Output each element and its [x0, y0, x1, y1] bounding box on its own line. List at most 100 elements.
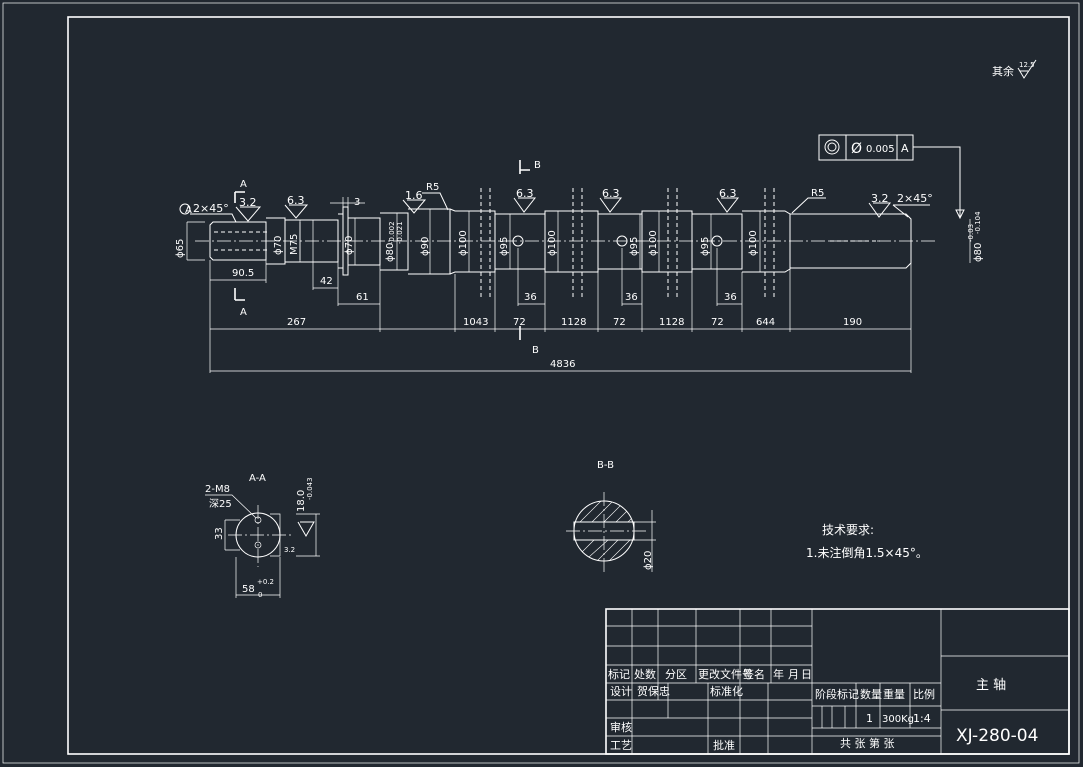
svg-text:1:4: 1:4 [913, 712, 931, 725]
svg-text:ϕ80: ϕ80 [385, 243, 396, 262]
svg-text:267: 267 [287, 317, 306, 328]
svg-text:技术要求:: 技术要求: [822, 523, 874, 537]
svg-text:ϕ95: ϕ95 [629, 237, 640, 256]
svg-text:2-M8: 2-M8 [205, 484, 230, 495]
svg-text:36: 36 [724, 292, 737, 303]
svg-text:-0.002: -0.002 [388, 221, 396, 244]
svg-text:分区: 分区 [665, 668, 687, 681]
svg-text:数量: 数量 [860, 688, 882, 701]
drawing-number: XJ-280-04 [956, 726, 1038, 746]
svg-text:2×45°: 2×45° [897, 192, 933, 205]
title-block: 标记 处数 分区 更改文件号 签名 年 月 日 设计 贺保忠 标准化 审核 工艺… [605, 608, 1070, 755]
svg-text:标准化: 标准化 [710, 684, 743, 698]
svg-text:36: 36 [524, 292, 537, 303]
svg-text:贺保忠: 贺保忠 [637, 684, 670, 698]
svg-text:ϕ70: ϕ70 [344, 236, 355, 255]
svg-text:+0.2: +0.2 [257, 578, 274, 586]
svg-text:-0.104: -0.104 [974, 211, 982, 234]
svg-text:ϕ100: ϕ100 [648, 230, 659, 256]
svg-text:-0.043: -0.043 [306, 477, 314, 500]
svg-text:重量: 重量 [883, 687, 905, 701]
svg-text:设计: 设计 [610, 685, 632, 698]
svg-text:A-A: A-A [249, 473, 266, 484]
svg-text:3.2: 3.2 [284, 546, 295, 554]
svg-text:比例: 比例 [913, 687, 935, 701]
svg-text:72: 72 [613, 317, 626, 328]
svg-text:ϕ90: ϕ90 [420, 237, 431, 256]
svg-text:ϕ95: ϕ95 [700, 237, 711, 256]
svg-text:M75: M75 [289, 234, 300, 255]
svg-text:3.2: 3.2 [871, 192, 889, 205]
svg-text:6.3: 6.3 [719, 187, 737, 200]
svg-text:2×45°: 2×45° [193, 202, 229, 215]
svg-text:72: 72 [513, 317, 526, 328]
svg-text:共 张 第 张: 共 张 第 张 [840, 736, 895, 750]
svg-text:61: 61 [356, 292, 369, 303]
svg-text:年: 年 [773, 667, 784, 681]
svg-text:ϕ65: ϕ65 [175, 239, 186, 258]
svg-text:58: 58 [242, 584, 255, 595]
svg-text:1128: 1128 [659, 317, 684, 328]
svg-text:审核: 审核 [610, 720, 632, 734]
diameter-labels: ϕ65 ϕ70 M75 ϕ70 ϕ80 ϕ90 ϕ100 ϕ95 ϕ100 ϕ9… [175, 211, 984, 262]
svg-text:B-B: B-B [597, 460, 614, 471]
svg-text:1043: 1043 [463, 317, 488, 328]
tolerance-frame: Ø 0.005 A [818, 134, 965, 220]
svg-text:3: 3 [354, 197, 360, 208]
svg-text:ϕ95: ϕ95 [499, 237, 510, 256]
svg-text:R5: R5 [811, 188, 824, 199]
svg-text:B: B [534, 160, 541, 171]
datum-circle: A [185, 205, 192, 216]
svg-text:ϕ20: ϕ20 [643, 551, 654, 570]
svg-text:标记: 标记 [608, 667, 630, 681]
svg-text:1: 1 [866, 712, 873, 725]
roughness-symbols: A 2×45° 3.2 A 6.3 3 1.6 R5 6.3 B 6.3 6.3… [179, 160, 933, 223]
svg-text:更改文件号: 更改文件号 [698, 667, 753, 681]
svg-text:日: 日 [801, 668, 812, 681]
svg-text:A: A [901, 142, 909, 155]
svg-text:6.3: 6.3 [287, 194, 305, 207]
svg-text:33: 33 [214, 527, 225, 540]
concentricity-icon [824, 139, 840, 155]
svg-text:18.0: 18.0 [296, 490, 307, 512]
svg-text:A: A [240, 307, 247, 318]
svg-text:6.3: 6.3 [602, 187, 620, 200]
part-name: 主 轴 [976, 678, 1006, 693]
svg-text:深25: 深25 [209, 498, 232, 510]
svg-text:批准: 批准 [713, 738, 735, 752]
svg-text:3.2: 3.2 [239, 196, 257, 209]
section-a-a: A-A 2-M8 深25 18.0 -0.043 33 3.2 58 +0.2 … [205, 473, 320, 599]
svg-text:B: B [532, 345, 539, 356]
svg-text:工艺: 工艺 [610, 739, 632, 752]
svg-text:ϕ70: ϕ70 [273, 236, 284, 255]
svg-text:72: 72 [711, 317, 724, 328]
svg-text:ϕ100: ϕ100 [458, 230, 469, 256]
svg-text:ϕ80: ϕ80 [973, 243, 984, 262]
svg-text:36: 36 [625, 292, 638, 303]
svg-text:-0.03: -0.03 [967, 224, 975, 242]
shaft-outline [209, 188, 912, 300]
svg-text:42: 42 [320, 276, 333, 287]
svg-text:0: 0 [258, 591, 262, 599]
svg-text:处数: 处数 [634, 668, 656, 681]
svg-text:1128: 1128 [561, 317, 586, 328]
svg-text:阶段标记: 阶段标记 [815, 687, 859, 701]
svg-text:644: 644 [756, 317, 775, 328]
svg-text:Ø: Ø [851, 141, 862, 157]
svg-text:4836: 4836 [550, 359, 575, 370]
section-b-b: B-B ϕ20 [566, 460, 656, 572]
svg-text:A: A [240, 179, 247, 190]
svg-text:签名: 签名 [743, 667, 765, 681]
surface-roughness-note: 其余 12.5 [992, 59, 1037, 79]
svg-text:6.3: 6.3 [516, 187, 534, 200]
svg-text:190: 190 [843, 317, 862, 328]
horizontal-dimensions: 90.5 42 61 267 36 36 36 1043 72 1128 72 … [209, 248, 912, 373]
svg-text:90.5: 90.5 [232, 268, 254, 279]
tech-requirements: 技术要求: 1.未注倒角1.5×45°。 [806, 523, 928, 560]
svg-text:其余: 其余 [992, 64, 1014, 78]
svg-text:ϕ100: ϕ100 [748, 230, 759, 256]
svg-text:300Kg: 300Kg [882, 714, 914, 725]
svg-text:R5: R5 [426, 182, 439, 193]
